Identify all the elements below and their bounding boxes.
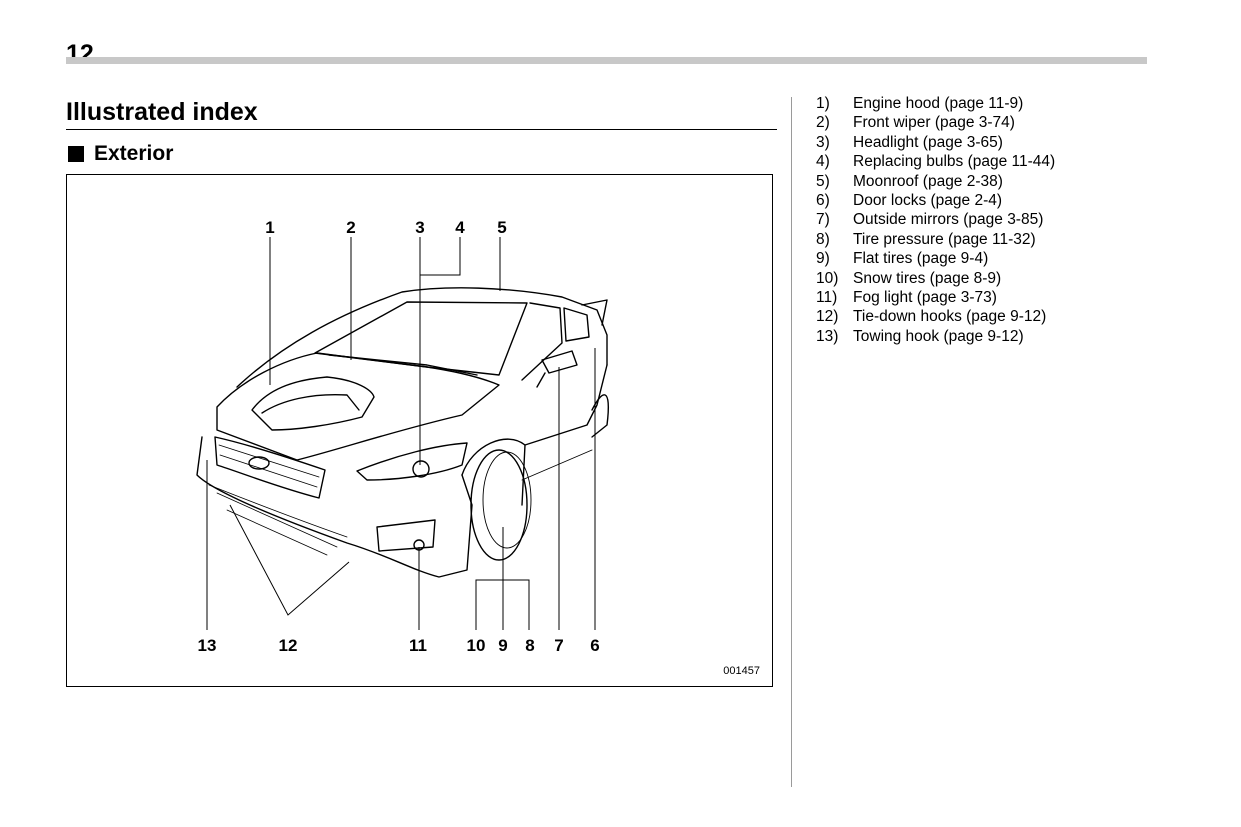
roof-outline [236, 287, 608, 388]
list-item-label: Tire pressure (page 11-32) [853, 230, 1036, 248]
list-item-number: 12) [816, 308, 839, 326]
list-item-number: 7) [816, 211, 830, 229]
hood-outline [216, 352, 500, 461]
callout-3: 3 [415, 218, 424, 237]
list-item-label: Headlight (page 3-65) [853, 133, 1003, 151]
list-item-label: Door locks (page 2-4) [853, 192, 1003, 210]
list-item-label: Towing hook (page 9-12) [853, 327, 1024, 345]
list-item-number: 10) [816, 269, 839, 287]
list-item: 9) Flat tires (page 9-4) [816, 249, 1055, 268]
list-item-number: 5) [816, 172, 830, 190]
headlight-outline [356, 442, 468, 481]
wiper [328, 354, 478, 376]
list-item: 1) Engine hood (page 11-9) [816, 94, 1055, 113]
list-item: 4) Replacing bulbs (page 11-44) [816, 152, 1055, 171]
section-heading: Exterior [66, 142, 173, 166]
list-item-label: Flat tires (page 9-4) [853, 250, 989, 268]
leader-12 [229, 504, 350, 616]
list-item: 6) Door locks (page 2-4) [816, 191, 1055, 210]
list-item-number: 11) [816, 289, 838, 307]
front-wheel [470, 449, 528, 561]
leader-4 [420, 237, 461, 276]
car-illustration: 1 2 3 4 5 6 7 8 9 10 11 12 13 [196, 218, 609, 655]
list-item-label: Replacing bulbs (page 11-44) [853, 153, 1056, 171]
list-item-label: Snow tires (page 8-9) [853, 269, 1002, 287]
index-list: 1) Engine hood (page 11-9) 2) Front wiper … [816, 94, 1055, 346]
list-item-number: 4) [816, 153, 830, 171]
page-title: Illustrated index [66, 98, 258, 126]
list-item: 7) Outside mirrors (page 3-85) [816, 210, 1055, 229]
header-rule [66, 57, 1147, 64]
callout-8: 8 [525, 636, 534, 655]
callout-12: 12 [279, 636, 298, 655]
callout-11: 11 [409, 636, 427, 655]
section-heading-label: Exterior [94, 142, 174, 165]
callout-10: 10 [467, 636, 486, 655]
callout-9: 9 [498, 636, 507, 655]
list-item: 5) Moonroof (page 2-38) [816, 172, 1055, 191]
callout-7: 7 [554, 636, 563, 655]
list-item-label: Engine hood (page 11-9) [853, 95, 1024, 112]
list-item: 13) Towing hook (page 9-12) [816, 327, 1055, 346]
car-exterior-figure: 1 2 3 4 5 6 7 8 9 10 11 12 13 001457 [66, 174, 773, 687]
list-item-label: Front wiper (page 3-74) [853, 114, 1015, 132]
list-item-number: 1) [816, 95, 830, 112]
list-item-number: 13) [816, 327, 839, 345]
list-item: 11) Fog light (page 3-73) [816, 288, 1055, 307]
callout-5: 5 [497, 218, 506, 237]
list-item-label: Moonroof (page 2-38) [853, 172, 1003, 190]
list-item-label: Fog light (page 3-73) [853, 289, 997, 307]
figure-code: 001457 [723, 665, 760, 677]
hood-scoop-inner [261, 393, 360, 414]
list-item: 3) Headlight (page 3-65) [816, 133, 1055, 152]
front-bumper [196, 436, 473, 578]
page-number: 12 [66, 40, 94, 68]
callout-13: 13 [198, 636, 217, 655]
list-item-number: 2) [816, 114, 830, 132]
rear-wheel [591, 394, 609, 438]
list-item-number: 9) [816, 250, 830, 268]
rear-spoiler [581, 299, 608, 326]
callout-1: 1 [265, 218, 274, 237]
side-mirror [541, 350, 578, 374]
front-side-window [521, 302, 563, 381]
callout-4: 4 [455, 218, 465, 237]
list-item-number: 6) [816, 192, 830, 210]
section-bullet-icon [68, 146, 84, 162]
list-item: 8) Tire pressure (page 11-32) [816, 230, 1055, 249]
list-item: 10) Snow tires (page 8-9) [816, 269, 1055, 288]
rear-side-window [563, 307, 590, 342]
headlight-lens [412, 460, 430, 478]
title-underline [66, 129, 777, 130]
grille-badge [248, 456, 270, 470]
callout-2: 2 [346, 218, 355, 237]
list-item: 2) Front wiper (page 3-74) [816, 113, 1055, 132]
body-side [524, 364, 608, 446]
leader-lines [206, 237, 596, 630]
grille-outline [214, 436, 326, 499]
callout-6: 6 [590, 636, 599, 655]
hood-scoop [251, 376, 375, 431]
fog-light-housing [376, 519, 436, 552]
list-item-number: 8) [816, 230, 830, 248]
list-item-label: Tie-down hooks (page 9-12) [853, 308, 1047, 326]
column-divider [791, 97, 792, 787]
list-item-label: Outside mirrors (page 3-85) [853, 211, 1044, 229]
list-item: 12) Tie-down hooks (page 9-12) [816, 307, 1055, 326]
fender-arch [461, 438, 526, 506]
list-item-number: 3) [816, 133, 830, 151]
